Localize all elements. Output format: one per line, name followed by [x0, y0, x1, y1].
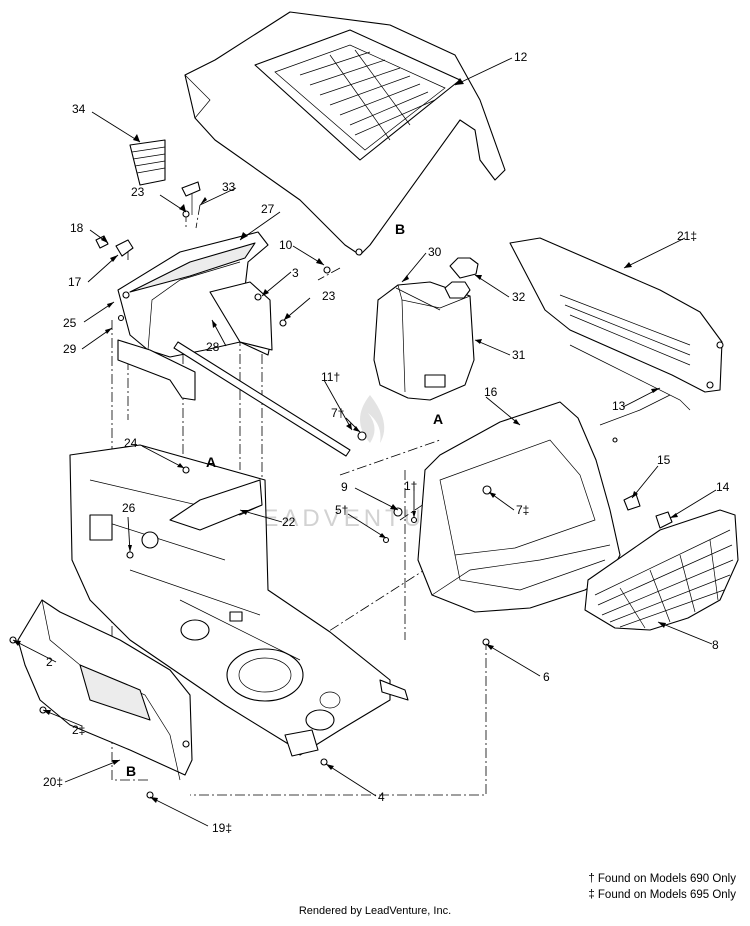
dash-panel-part: [117, 231, 273, 401]
callout-10: 10: [279, 238, 293, 252]
callout-19: 19‡: [212, 821, 232, 835]
callout-27: 27: [261, 202, 275, 216]
callout-18: 18: [70, 221, 84, 235]
callout-15: 15: [657, 453, 671, 467]
front-bumper-part: [9, 599, 193, 799]
callout-32: 32: [512, 290, 526, 304]
callout-21: 21‡: [677, 229, 697, 243]
callout-31: 31: [512, 348, 526, 362]
callout-26: 26: [122, 501, 136, 515]
rendered-by-credit: Rendered by LeadVenture, Inc.: [298, 905, 452, 917]
grille-housing-part: [417, 401, 621, 613]
callout-3: 3: [292, 266, 299, 280]
callout-25: 25: [63, 316, 77, 330]
callout-4: 4: [378, 790, 385, 804]
hood-part: [184, 11, 506, 256]
callout-5: 5†: [335, 503, 348, 517]
callout-33: 33: [222, 180, 236, 194]
callout-28: 28: [206, 340, 220, 354]
callout-34: 34: [72, 102, 86, 116]
dust-cap-part: [129, 139, 166, 186]
callout-20: 20‡: [43, 775, 63, 789]
section-letter-b-hood: B: [395, 221, 405, 237]
headlight-part: [623, 493, 673, 529]
callout-12: 12: [514, 50, 528, 64]
callout-29: 29: [63, 342, 77, 356]
hardware-fasteners: [126, 266, 490, 766]
section-letter-a-frame: A: [206, 454, 216, 470]
wire-harness-part: [569, 344, 691, 443]
callout-14: 14: [716, 480, 730, 494]
leader-lines: [12, 57, 717, 827]
fuel-tank-part: [373, 257, 479, 401]
callout-17: 17: [68, 275, 82, 289]
callout-7-lower: 7‡: [516, 503, 529, 517]
callout-11: 11†: [321, 370, 340, 384]
arrowheads: [13, 78, 678, 803]
callout-23-upper: 23: [131, 185, 145, 199]
callout-6: 6: [543, 670, 550, 684]
support-rod-part: [173, 341, 367, 457]
callout-1: 1†: [404, 479, 417, 493]
callout-13: 13: [612, 399, 626, 413]
frame-part: [69, 444, 409, 757]
light-switch-part: [95, 235, 134, 257]
callout-16: 16: [484, 385, 498, 399]
side-panel-part: [509, 237, 724, 393]
section-letter-a-tank: A: [433, 411, 443, 427]
callout-9: 9: [341, 480, 348, 494]
callout-2-lower: 2‡: [72, 723, 85, 737]
callout-23-lower: 23: [322, 289, 336, 303]
callout-8: 8: [712, 638, 719, 652]
section-letters: A A B B: [126, 221, 443, 779]
callout-30: 30: [428, 245, 442, 259]
section-letter-b-bumper: B: [126, 763, 136, 779]
callout-24: 24: [124, 436, 138, 450]
callouts: 12 34 23 33 27 18 17 10 3 23 25 29 28 30…: [43, 50, 730, 835]
footnote-695: ‡ Found on Models 695 Only: [588, 889, 736, 901]
footnote-690: † Found on Models 690 Only: [588, 873, 736, 885]
callout-7-upper: 7†: [331, 406, 344, 420]
callout-22: 22: [282, 515, 296, 529]
watermark-flame-icon: [360, 395, 385, 443]
dipstick-part: [181, 181, 201, 218]
grille-screen-part: [584, 509, 739, 631]
callout-2-upper: 2: [46, 655, 53, 669]
